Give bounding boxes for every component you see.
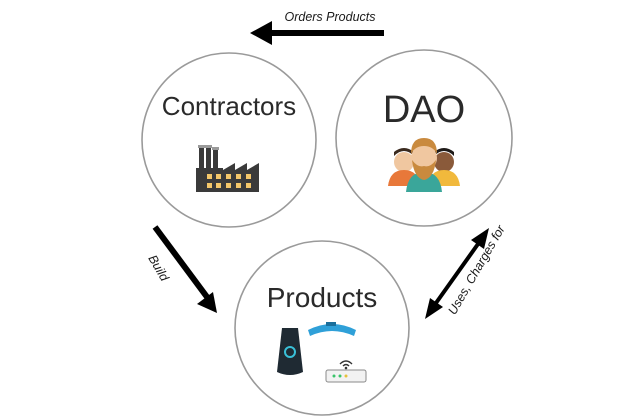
products-label: Products: [267, 282, 378, 313]
uses-charges-arrow: [425, 228, 489, 319]
people-group-icon: [388, 138, 460, 192]
contractors-label: Contractors: [162, 91, 296, 121]
orders-products-arrow: [250, 21, 384, 45]
products-node: Products: [234, 240, 410, 416]
dao-node: DAO: [335, 49, 513, 227]
factory-icon: [196, 145, 259, 192]
build-arrow: [152, 225, 217, 313]
orders-products-label: Orders Products: [284, 10, 375, 24]
devices-icon: [277, 322, 367, 383]
dao-label: DAO: [383, 89, 465, 131]
contractors-node: Contractors: [141, 52, 317, 228]
build-label: Build: [145, 252, 172, 284]
